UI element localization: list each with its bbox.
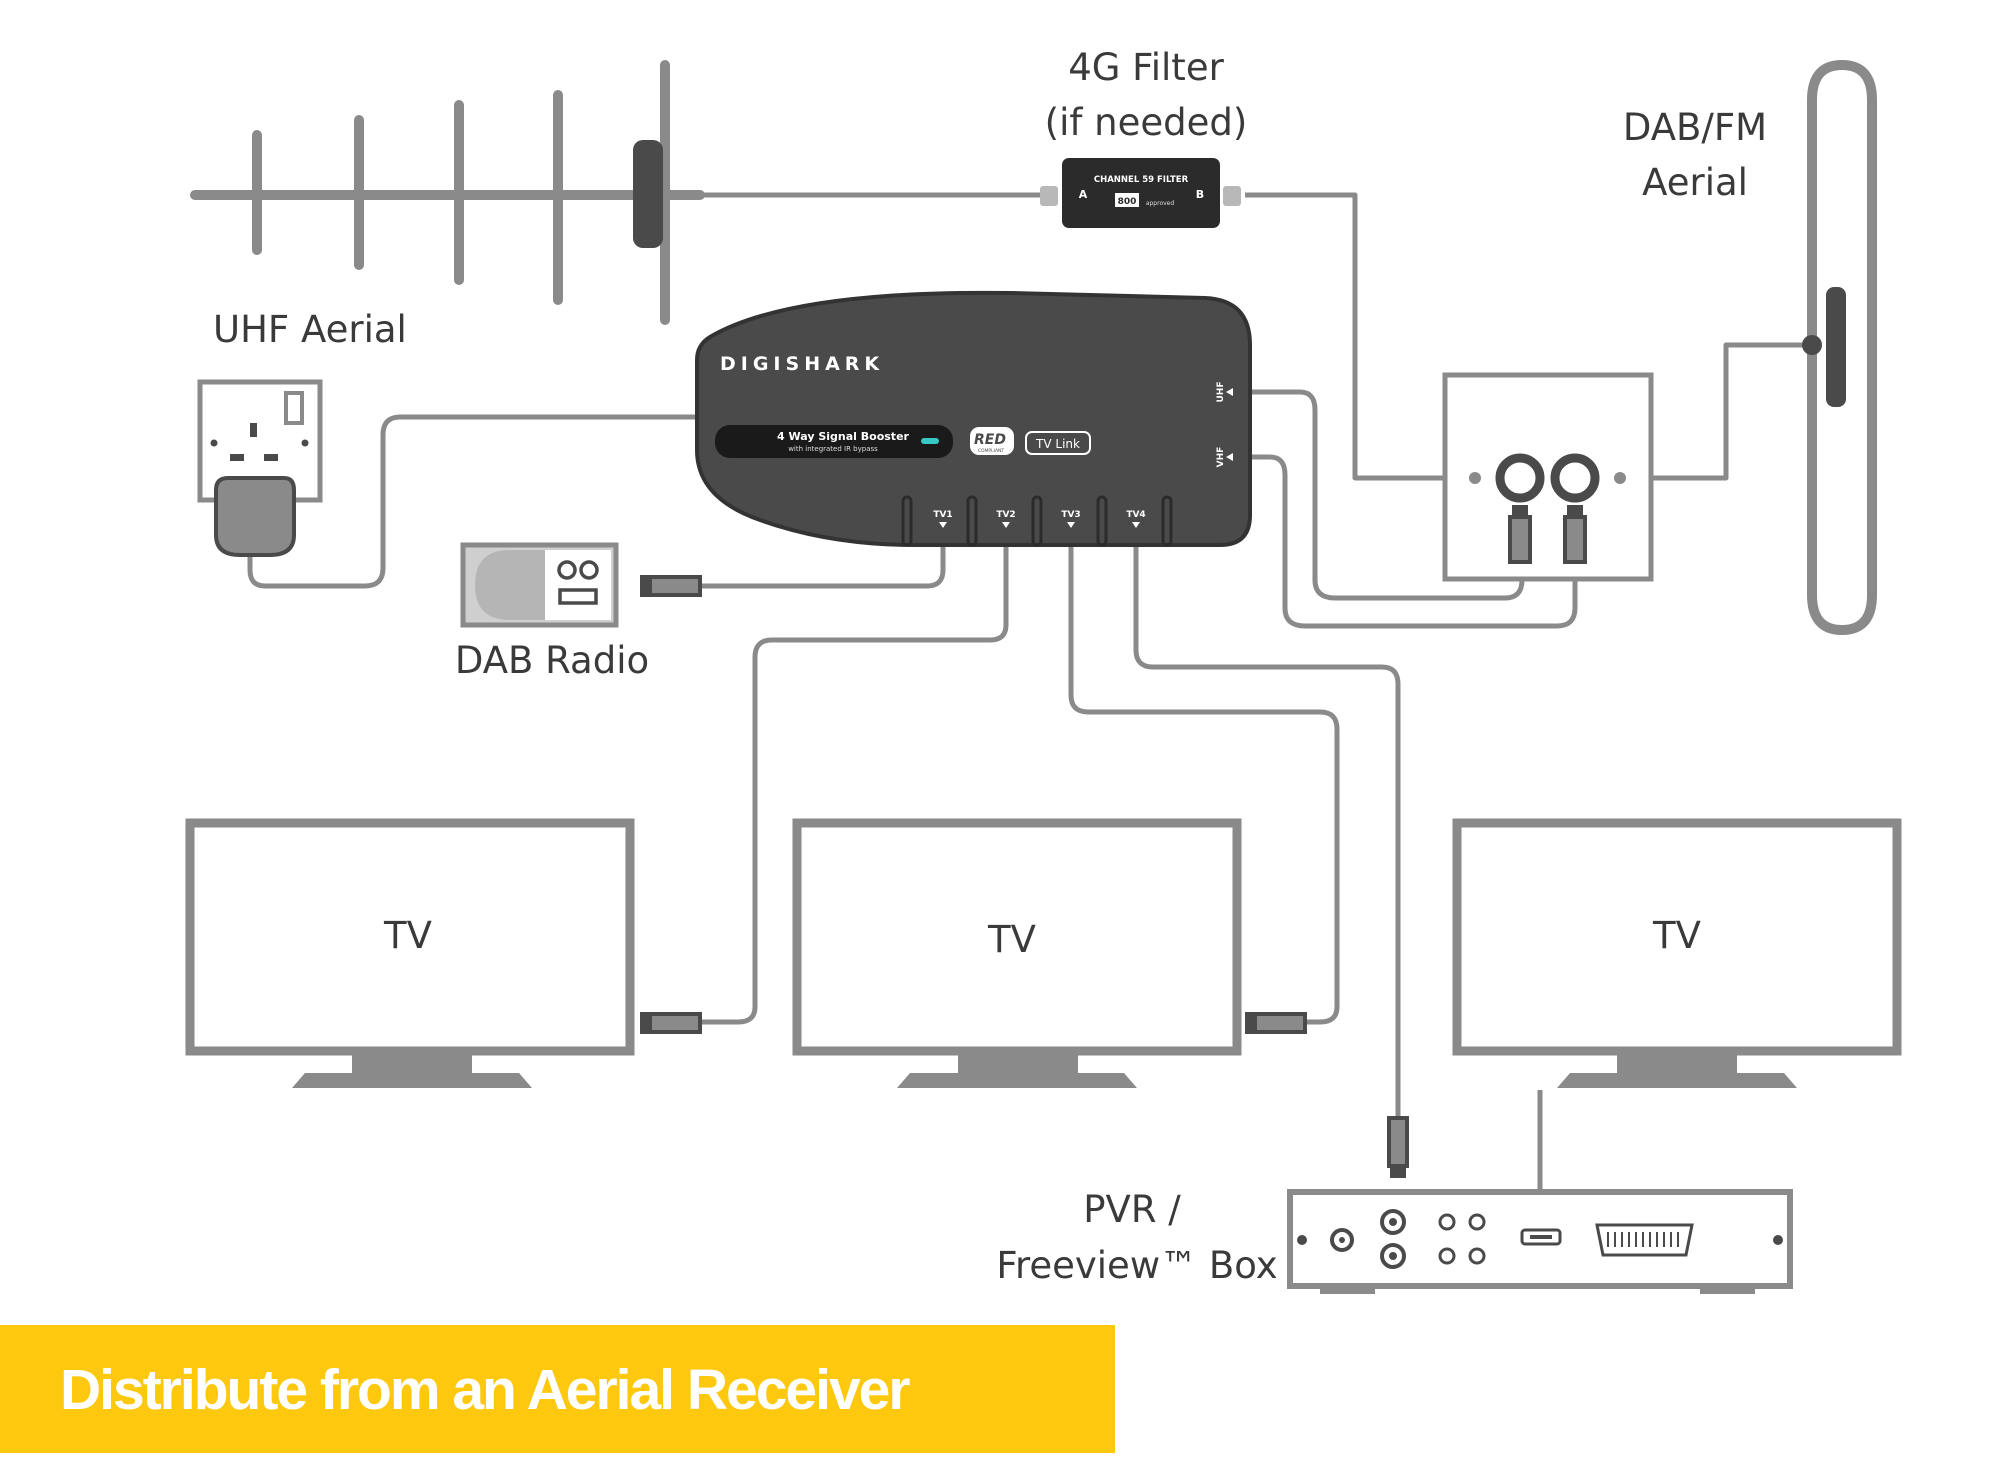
wall-plate bbox=[1442, 372, 1654, 582]
tv-screen-right bbox=[1452, 818, 1902, 1088]
output-tv4-label: TV4 bbox=[1126, 510, 1145, 520]
4g-filter-device: CHANNEL 59 FILTER A B 800 approved bbox=[1040, 158, 1241, 228]
dab-fm-aerial-icon bbox=[1802, 59, 1877, 636]
dab-radio-label: DAB Radio bbox=[455, 639, 649, 682]
wall-socket-right-icon bbox=[1550, 453, 1600, 503]
coax-plug-right-icon bbox=[1563, 505, 1587, 564]
uhf-port-arrow-icon bbox=[1226, 388, 1233, 396]
pvr-connector-icon bbox=[1387, 1116, 1409, 1178]
filter-body bbox=[1062, 158, 1220, 228]
coax-plug-left-icon bbox=[1508, 505, 1532, 564]
tv-connector-middle-icon bbox=[1245, 1012, 1307, 1034]
wall-plate-screw-right bbox=[1614, 472, 1626, 484]
pvr-label-line1: PVR / bbox=[1083, 1188, 1181, 1231]
pvr-label-line2: Freeview™ Box bbox=[996, 1244, 1277, 1287]
mains-plug-icon bbox=[214, 476, 296, 557]
dab-aerial-label-line1: DAB/FM bbox=[1623, 106, 1767, 149]
booster-product: 4 Way Signal Booster bbox=[777, 430, 909, 443]
tv-screen-middle bbox=[792, 818, 1242, 1088]
output-tv3-label: TV3 bbox=[1061, 510, 1080, 520]
red-badge: RED bbox=[974, 432, 1006, 448]
tvlink-badge-box bbox=[1025, 431, 1091, 455]
filter-label-line1: 4G Filter bbox=[1068, 46, 1224, 89]
dab-aerial-label-line2: Aerial bbox=[1642, 161, 1748, 204]
filter-title: CHANNEL 59 FILTER bbox=[1094, 175, 1189, 185]
cable-lines bbox=[247, 192, 1812, 1232]
wall-plate-screw-left bbox=[1469, 472, 1481, 484]
wall-socket-left-icon bbox=[1495, 453, 1545, 503]
filter-port-a-label: A bbox=[1079, 188, 1088, 201]
uhf-aerial-icon bbox=[190, 60, 705, 325]
output-tv1-label: TV1 bbox=[933, 510, 952, 520]
filter-badge-box bbox=[1115, 193, 1139, 207]
booster-brand: DIGISHARK bbox=[720, 353, 884, 375]
dab-radio-icon bbox=[460, 542, 619, 628]
booster-product-pill bbox=[715, 425, 953, 458]
filter-label-line2: (if needed) bbox=[1045, 101, 1248, 144]
filter-badge-sub: approved bbox=[1146, 200, 1175, 207]
title-banner: Distribute from an Aerial Receiver bbox=[0, 1325, 1115, 1453]
vhf-port-arrow-icon bbox=[1226, 453, 1233, 461]
red-badge-box bbox=[970, 427, 1014, 455]
tv-screen-left bbox=[185, 818, 635, 1088]
output-tv2-label: TV2 bbox=[996, 510, 1015, 520]
tv-middle-label: TV bbox=[987, 918, 1036, 961]
booster-port-grooves bbox=[901, 495, 1173, 547]
tv-right-label: TV bbox=[1652, 914, 1701, 957]
red-badge-sub: COMPLIANT bbox=[978, 448, 1005, 454]
output-arrow-icons bbox=[939, 522, 1140, 528]
uhf-aerial-label: UHF Aerial bbox=[213, 308, 407, 351]
banner-title: Distribute from an Aerial Receiver bbox=[60, 1358, 911, 1422]
booster-status-led bbox=[921, 438, 939, 444]
filter-port-right bbox=[1223, 186, 1241, 206]
signal-booster-device: DIGISHARK 4 Way Signal Booster with inte… bbox=[695, 290, 1252, 547]
tvlink-badge: TV Link bbox=[1035, 437, 1080, 451]
dab-radio-connector-icon bbox=[640, 575, 702, 597]
pvr-box-icon bbox=[1287, 1189, 1793, 1294]
booster-product-sub: with integrated IR bypass bbox=[788, 445, 878, 453]
filter-badge: 800 bbox=[1118, 197, 1137, 207]
filter-port-left bbox=[1040, 186, 1058, 206]
tv-connector-left-icon bbox=[640, 1012, 702, 1034]
filter-port-b-label: B bbox=[1196, 188, 1204, 201]
tv-left-label: TV bbox=[383, 914, 432, 957]
vhf-port-label: VHF bbox=[1216, 447, 1226, 468]
mains-socket-icon bbox=[197, 379, 323, 557]
uhf-port-label: UHF bbox=[1216, 382, 1226, 403]
booster-body bbox=[695, 290, 1252, 547]
